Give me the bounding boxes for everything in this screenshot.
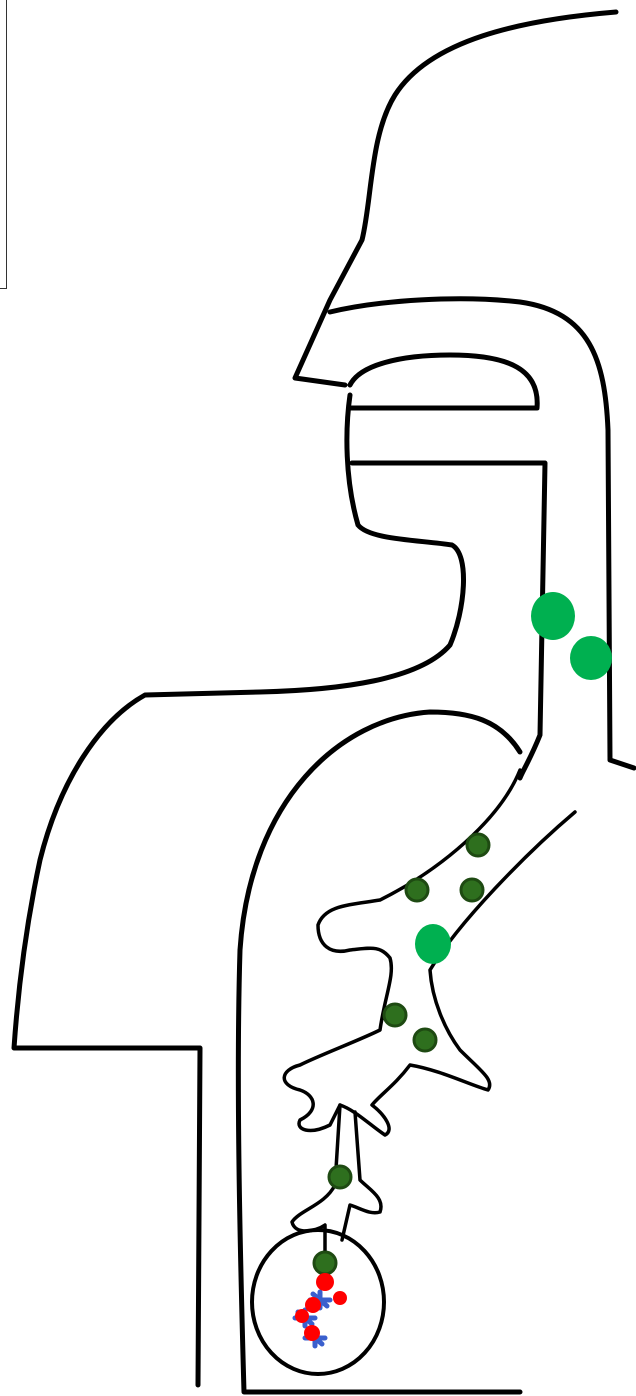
small-particle [314, 1252, 336, 1274]
red-particle [295, 1309, 309, 1323]
red-particle [305, 1297, 321, 1313]
small-particle [414, 1029, 436, 1051]
red-particle [333, 1291, 347, 1305]
small-particle [406, 879, 428, 901]
red-particle [316, 1273, 334, 1291]
large-particle [415, 924, 451, 964]
large-particle [531, 592, 575, 640]
pharynx [352, 463, 545, 778]
oral-cavity [350, 355, 537, 408]
large-particle [570, 636, 612, 680]
small-particle [461, 879, 483, 901]
esophagus-line [238, 712, 520, 1392]
small-particle [467, 834, 489, 856]
head-outline [14, 12, 634, 1392]
small-particle [329, 1166, 351, 1188]
face-profile-line [295, 12, 616, 385]
red-particle [304, 1325, 320, 1341]
small-particle [384, 1004, 406, 1026]
